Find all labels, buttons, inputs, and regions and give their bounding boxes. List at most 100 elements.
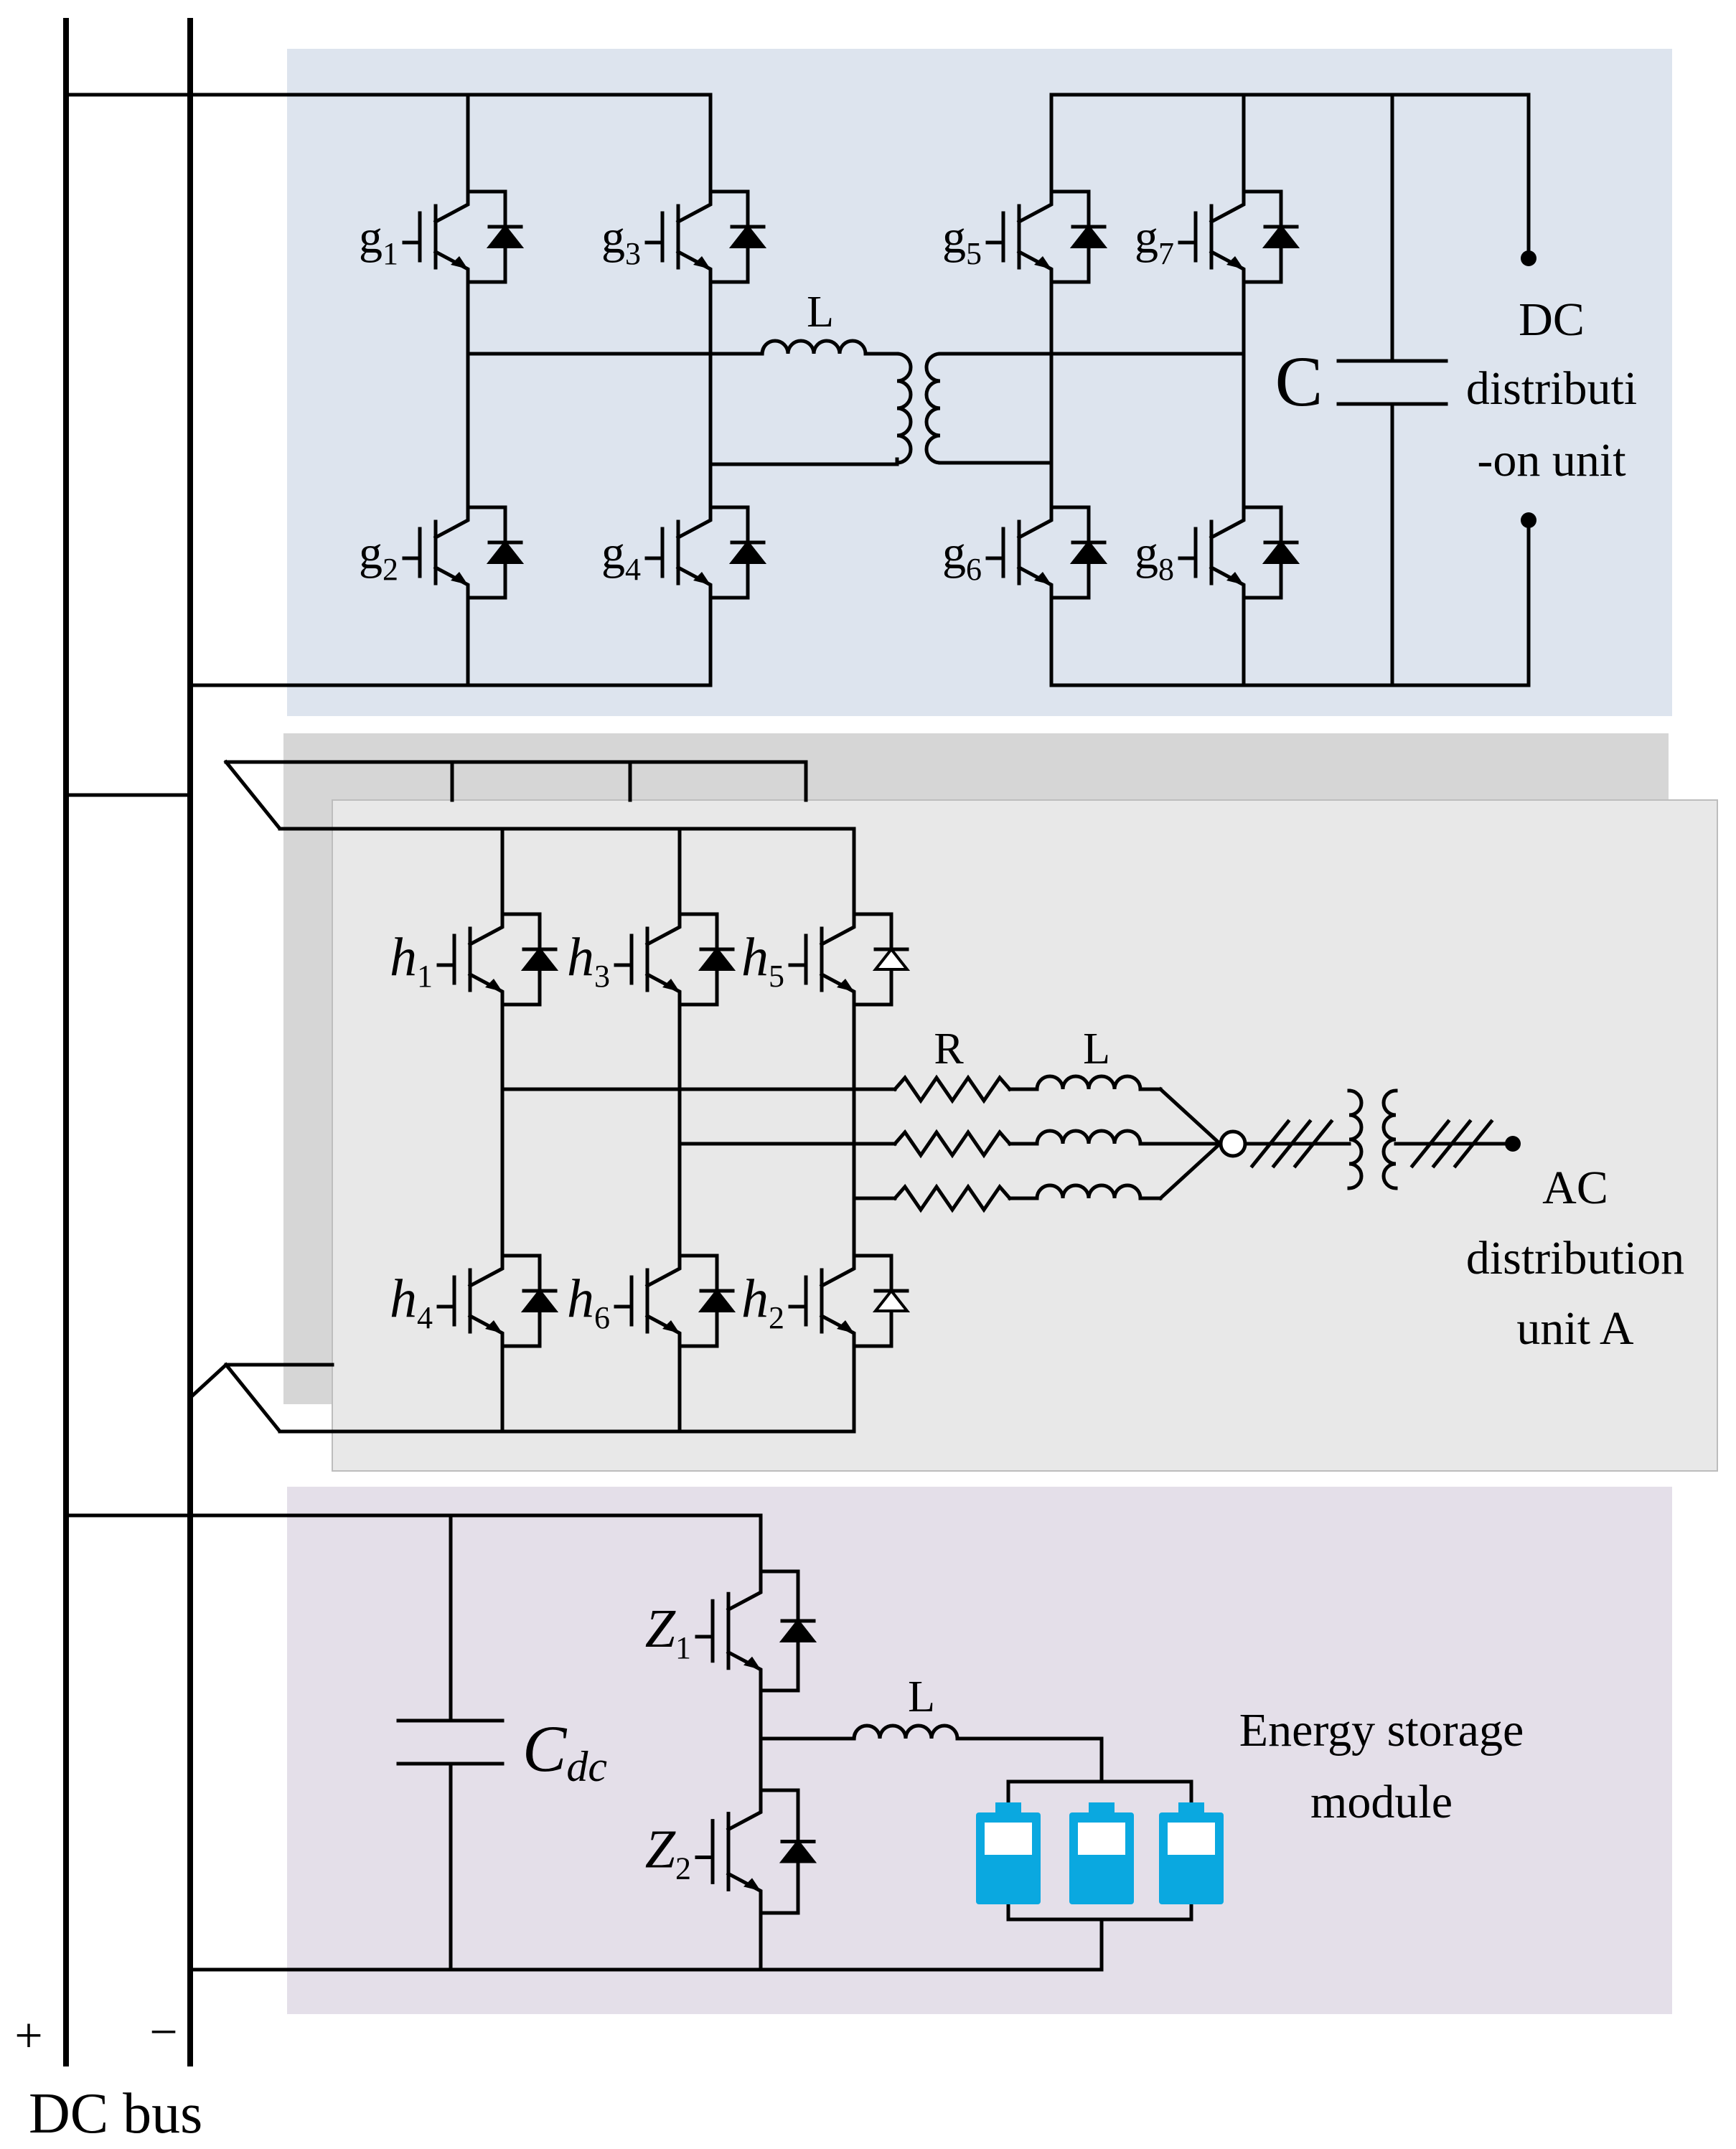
ess-inductor-label: L	[908, 1673, 935, 1721]
ac-switch-top-3-diode	[872, 946, 911, 971]
ess-switch-lower-label: Z2	[645, 1820, 691, 1886]
ac-switch-top-1: h1	[390, 903, 559, 1015]
phase-c-resistor	[892, 1183, 1013, 1213]
ac-switch-bottom-3-label: h2	[741, 1269, 784, 1335]
ess-switch-upper: Z1	[645, 1561, 817, 1701]
dc-unit-inductor	[760, 339, 899, 356]
phase-b-resistor	[892, 1129, 1013, 1159]
ess-switch-upper-arrow	[743, 1656, 761, 1670]
dc-switch-top-2-arrow	[693, 256, 710, 269]
ac-switch-top-2-diode	[698, 946, 736, 971]
ess-negative-rail	[188, 1917, 1104, 1972]
hatch-1b	[1271, 1119, 1313, 1169]
battery-bank	[976, 1802, 1224, 1904]
dc-switch-bottom-4-label-base: g	[1135, 527, 1158, 579]
dc-switch-top-3-label-base: g	[942, 211, 966, 263]
ac-switch-bottom-3-label-sub: 2	[769, 1300, 784, 1335]
secondary-top-rail	[1049, 93, 1531, 260]
ess-inductor	[852, 1724, 1104, 1784]
dc-switch-top-4-label: g7	[1135, 211, 1174, 271]
ac-front-top-rail	[278, 827, 856, 908]
ess-positive-rail	[64, 1513, 763, 1565]
dc-unit-inductor-label: L	[807, 288, 834, 337]
ac-switch-top-1-label: h1	[390, 927, 433, 994]
dc-output-terminal-positive	[1521, 250, 1536, 266]
battery-cell-2-cap	[1089, 1802, 1115, 1814]
dc-output-terminal-negative	[1521, 512, 1536, 528]
ac-switch-bottom-2-arrow	[662, 1320, 680, 1333]
dc-switch-top-1-label: g1	[359, 211, 398, 271]
ac-switch-top-3-label-sub: 5	[769, 959, 784, 994]
ac-switch-bottom-3-arrow	[837, 1320, 854, 1333]
dc-switch-top-2-diode	[728, 224, 767, 248]
battery-cell-1-cap	[995, 1802, 1021, 1814]
ac-switch-bottom-2: h6	[567, 1245, 736, 1357]
hatch-2c	[1453, 1119, 1494, 1169]
ess-switch-upper-label-base: Z	[645, 1599, 676, 1659]
dc-switch-bottom-1-label-sub: 2	[383, 552, 398, 587]
dc-switch-bottom-1-arrow	[451, 572, 468, 585]
hatch-2a	[1409, 1119, 1451, 1169]
dc-switch-bottom-1-diode	[486, 540, 525, 564]
energy-storage-unit: Cdc L Energy storage module	[64, 1513, 1524, 1972]
dc-switch-top-1-arrow	[451, 256, 468, 269]
hatch-1c	[1292, 1119, 1334, 1169]
dc-switch-bottom-4-arrow	[1226, 572, 1244, 585]
cdc-label-sub: dc	[566, 1743, 607, 1790]
ac-switch-bottom-3-label-base: h	[741, 1269, 769, 1329]
dc-switch-bottom-4: g8	[1135, 497, 1300, 608]
dc-switch-bottom-3-label-base: g	[942, 527, 966, 579]
ess-switch-upper-label-sub: 1	[675, 1630, 691, 1665]
ess-switch-upper-label: Z1	[645, 1599, 691, 1665]
transformer-secondary-winding	[924, 352, 942, 465]
dc-unit-label-line-3: -on unit	[1477, 434, 1625, 486]
dc-switch-bottom-3-label: g6	[942, 527, 982, 587]
ess-switch-lower: Z2	[645, 1779, 817, 1924]
dc-unit-panel	[287, 49, 1672, 716]
dc-bus-label: DC bus	[29, 2082, 202, 2145]
ac-switch-top-3-arrow	[837, 979, 854, 992]
three-phase-hatch-2	[1409, 1119, 1494, 1169]
ac-switch-top-2-label-sub: 3	[594, 959, 610, 994]
battery-cell-3-cap	[1178, 1802, 1204, 1814]
dc-switch-top-3-label: g5	[942, 211, 982, 271]
dc-switch-bottom-1-label: g2	[359, 527, 398, 587]
dc-switch-bottom-2-label-sub: 4	[625, 552, 641, 587]
ac-switch-top-2-label: h3	[567, 927, 610, 994]
ac-switch-top-2-arrow	[662, 979, 680, 992]
dc-switch-top-2-label-base: g	[601, 211, 625, 263]
dc-switch-top-3-arrow	[1034, 256, 1051, 269]
dc-bus-minus-sign: −	[149, 2005, 177, 2060]
ess-unit-panel	[287, 1487, 1672, 2014]
ac-switch-bottom-1-label-sub: 4	[417, 1300, 433, 1335]
dc-switch-top-1-label-sub: 1	[383, 236, 398, 271]
ess-switch-lower-label-base: Z	[645, 1820, 676, 1880]
ac-transformer-primary	[1347, 1088, 1364, 1190]
ac-distribution-unit: R L AC distribution unit A	[64, 759, 1684, 1434]
dc-distribution-unit: L C DC distributi -on unit	[64, 93, 1637, 687]
dc-switch-bottom-2-label: g4	[601, 527, 641, 587]
ac-switch-top-2: h3	[567, 903, 736, 1015]
dc-switch-top-2-label: g3	[601, 211, 641, 271]
hatch-1a	[1249, 1119, 1291, 1169]
battery-cell-1-window	[985, 1823, 1032, 1855]
battery-cell-3-window	[1168, 1823, 1215, 1855]
dc-switch-top-3-label-sub: 5	[966, 236, 982, 271]
ac-switch-bottom-2-diode	[698, 1288, 736, 1312]
ess-switch-lower-arrow	[743, 1878, 761, 1891]
ac-unit-front-panel	[332, 799, 1718, 1472]
battery-cell-2-window	[1078, 1823, 1125, 1855]
phase-a-inductor	[1008, 1074, 1163, 1091]
ac-switch-bottom-1-label: h4	[390, 1269, 433, 1335]
ac-switch-bottom-3: h2	[741, 1245, 911, 1357]
ac-front-bottom-rail	[278, 1353, 856, 1434]
dc-switch-top-4-diode	[1262, 224, 1300, 248]
cdc-label: Cdc	[522, 1712, 607, 1790]
dc-capacitor-label: C	[1275, 342, 1323, 421]
ac-switch-top-3: h5	[741, 903, 911, 1015]
three-phase-hatch-1	[1249, 1119, 1334, 1169]
battery-cell-3	[1159, 1802, 1224, 1904]
ac-transformer-secondary	[1381, 1088, 1398, 1190]
ac-switch-bottom-2-label: h6	[567, 1269, 610, 1335]
